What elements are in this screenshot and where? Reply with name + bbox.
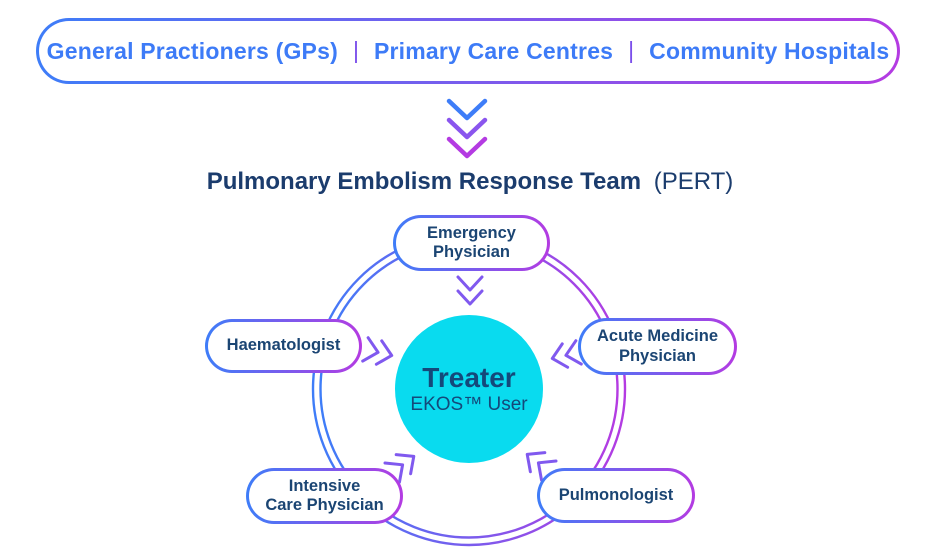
pert-node-intensive-care-physician: Intensive Care Physician [246,468,403,524]
treater-hub-circle: Treater EKOS™ User [395,315,543,463]
pert-node-emergency-physician: Emergency Physician [393,215,550,271]
chevron-double-icon-right [550,339,583,369]
page-title: Pulmonary Embolism Response Team (PERT) [0,168,940,196]
page-title-abbreviation: (PERT) [653,168,734,195]
node-label-line: Pulmonologist [558,485,674,504]
node-label-line: Emergency [427,223,516,242]
referrers-banner-inner: General Practioners (GPs) | Primary Care… [39,21,897,81]
node-label-line: Physician [618,346,697,365]
referrers-banner: General Practioners (GPs) | Primary Care… [36,18,900,84]
chevron-double-icon-top [456,275,484,306]
pert-node-pulmonologist: Pulmonologist [537,468,695,523]
node-label-line: Haematologist [226,336,341,355]
chevron-double-icon-left [361,336,394,366]
chevron-double-icon-bottom-right [525,451,558,482]
chevron-down-triple-icon [446,98,488,159]
node-label-line: Care Physician [265,496,384,514]
page-title-main: Pulmonary Embolism Response Team [206,168,642,195]
banner-item-primary-care: Primary Care Centres [373,37,614,64]
banner-separator: | [628,36,635,63]
pert-node-inner: Pulmonologist [540,471,692,520]
banner-item-gps: General Practioners (GPs) [46,37,338,64]
hub-subtitle: EKOS™ User [410,393,528,415]
node-label-line: Physician [432,243,511,261]
pert-node-inner: Intensive Care Physician [249,471,400,521]
chevron-double-icon-bottom-left [383,453,416,484]
node-label-line: Intensive [288,476,361,495]
hub-title: Treater [422,361,516,393]
pert-node-inner: Haematologist [208,322,359,370]
pert-node-haematologist: Haematologist [205,319,362,373]
pert-node-inner: Emergency Physician [396,218,547,268]
banner-item-community-hospitals: Community Hospitals [649,37,890,64]
node-label-line: Acute Medicine [596,327,719,346]
pert-node-acute-medicine-physician: Acute Medicine Physician [578,318,737,375]
pert-node-inner: Acute Medicine Physician [581,321,734,372]
banner-separator: | [352,36,359,63]
